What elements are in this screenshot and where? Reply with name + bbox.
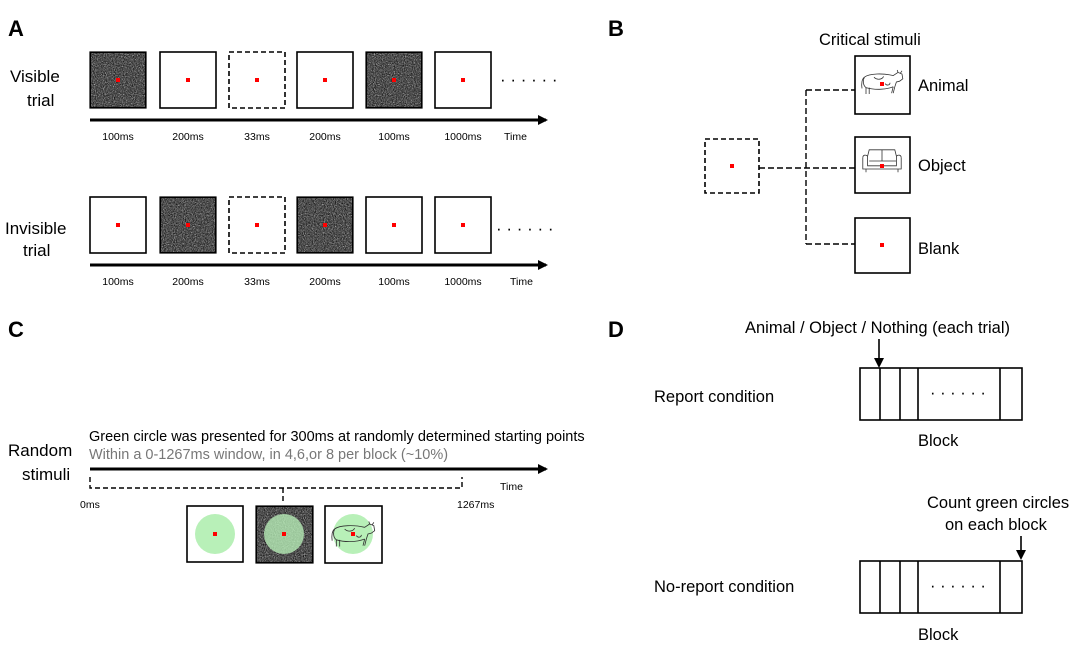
fixation-point xyxy=(116,223,120,227)
block-trial-dividers xyxy=(879,368,1001,420)
noreport-annotation-line1: Count green circles xyxy=(927,494,1069,512)
fixation-point xyxy=(255,78,259,82)
noreport-block: · · · · · · xyxy=(859,560,1023,614)
fixation-point xyxy=(880,164,884,168)
frame-duration-label: 100ms xyxy=(378,276,410,288)
fixation-point xyxy=(351,532,355,536)
frame-duration-label: 1000ms xyxy=(444,276,481,288)
invisible-trial-frames: 100ms 200ms 33ms 200ms 100ms 1000ms xyxy=(89,196,492,288)
visible-trial-label-line2: trial xyxy=(27,91,54,110)
frame-duration-label: 1000ms xyxy=(444,131,481,143)
fixation-point xyxy=(282,532,286,536)
random-stimuli-label-line2: stimuli xyxy=(22,465,70,484)
report-block-label: Block xyxy=(918,432,959,450)
panel-d: D Animal / Object / Nothing (each trial)… xyxy=(608,317,1069,644)
report-condition-label: Report condition xyxy=(654,388,774,406)
visible-trial-frames: 100ms 200ms 33ms 200ms 100ms 1000ms xyxy=(89,51,492,143)
green-circle-subdescription: Within a 0-1267ms window, in 4,6,or 8 pe… xyxy=(89,447,448,463)
noreport-block-label: Block xyxy=(918,626,959,644)
b-blank-frame xyxy=(704,138,760,194)
window-end-label: 1267ms xyxy=(457,499,494,511)
frame-duration-label: 100ms xyxy=(102,276,134,288)
window-start-label: 0ms xyxy=(80,499,100,511)
panel-label-b: B xyxy=(608,16,624,41)
fixation-point xyxy=(116,78,120,82)
frame-duration-label: 100ms xyxy=(102,131,134,143)
block-outline xyxy=(859,367,1023,421)
block-outline xyxy=(859,560,1023,614)
fixation-point xyxy=(392,78,396,82)
fixation-point xyxy=(186,223,190,227)
panel-label-d: D xyxy=(608,317,624,342)
noreport-condition-label: No-report condition xyxy=(654,578,794,596)
invisible-trial-label-line2: trial xyxy=(23,241,50,260)
fixation-point xyxy=(186,78,190,82)
fixation-point xyxy=(880,243,884,247)
block-trial-dividers xyxy=(879,561,1001,613)
frame-duration-label: 100ms xyxy=(378,131,410,143)
visible-trial-label-line1: Visible xyxy=(10,67,60,86)
report-block-ellipsis: · · · · · · xyxy=(930,384,986,402)
frame-duration-label: 200ms xyxy=(309,131,341,143)
frame-duration-label: 33ms xyxy=(244,131,270,143)
panel-label-a: A xyxy=(8,16,24,41)
visible-time-label: Time xyxy=(504,131,527,143)
option-animal-label: Animal xyxy=(918,77,968,95)
panel-label-c: C xyxy=(8,317,24,342)
frame-duration-label: 200ms xyxy=(172,276,204,288)
fixation-point xyxy=(323,78,327,82)
report-block: · · · · · · xyxy=(859,367,1023,421)
green-circle-description: Green circle was presented for 300ms at … xyxy=(89,429,585,445)
noreport-block-ellipsis: · · · · · · xyxy=(930,577,986,595)
random-time-label: Time xyxy=(500,481,523,493)
option-object-label: Object xyxy=(918,157,966,175)
noreport-annotation-line2: on each block xyxy=(945,516,1048,534)
fixation-frame xyxy=(434,196,492,254)
critical-stimuli-title: Critical stimuli xyxy=(819,31,921,49)
frame-duration-label: 200ms xyxy=(309,276,341,288)
fixation-point xyxy=(730,164,734,168)
report-annotation: Animal / Object / Nothing (each trial) xyxy=(745,319,1010,337)
frame-duration-label: 200ms xyxy=(172,131,204,143)
fixation-point xyxy=(213,532,217,536)
random-stimuli-label-line1: Random xyxy=(8,441,72,460)
fixation-point xyxy=(392,223,396,227)
fixation-point xyxy=(880,82,884,86)
window-bracket xyxy=(89,477,463,503)
visible-trial-ellipsis: · · · · · · xyxy=(500,70,558,89)
option-blank-label: Blank xyxy=(918,240,960,258)
panel-b: B Critical stimuli Animal Object Blank xyxy=(608,16,968,274)
b-branch-lines xyxy=(759,89,855,245)
panel-c: C Random stimuli Green circle was presen… xyxy=(8,317,585,564)
invisible-trial-ellipsis: · · · · · · xyxy=(496,219,554,238)
fixation-point xyxy=(461,223,465,227)
fixation-point xyxy=(323,223,327,227)
frame-duration-label: 33ms xyxy=(244,276,270,288)
invisible-trial-label-line1: Invisible xyxy=(5,219,66,238)
fixation-frame xyxy=(365,196,423,254)
fixation-point xyxy=(255,223,259,227)
invisible-time-label: Time xyxy=(510,276,533,288)
fixation-point xyxy=(461,78,465,82)
